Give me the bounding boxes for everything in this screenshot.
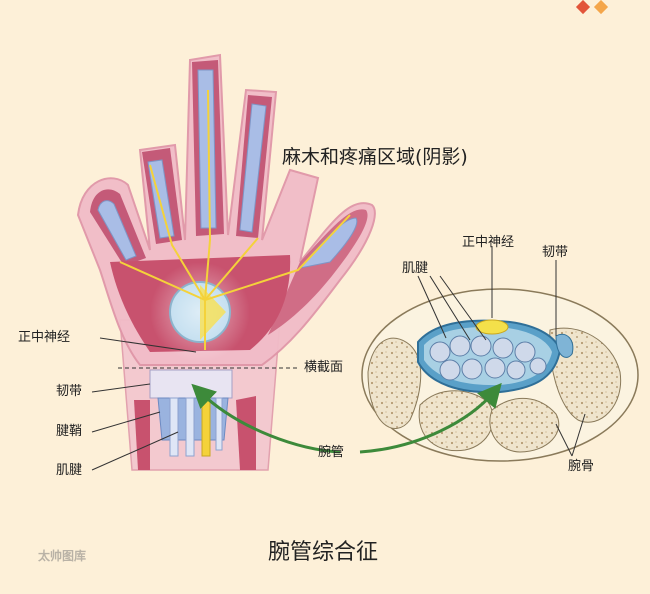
wrist-ligament — [149, 369, 233, 399]
hand-illustration — [76, 53, 376, 471]
carpal-tunnel-label: 腕管 — [318, 445, 345, 460]
carpal-tunnel-arrow — [191, 383, 341, 454]
leader-lines — [91, 246, 586, 471]
watermark: 太帅图库 — [38, 549, 87, 563]
median-nerve-branches — [119, 89, 351, 350]
tendon-sheath-label: 腱鞘 — [56, 424, 83, 439]
carpal-bone-center — [418, 390, 494, 452]
tendon-middle — [197, 69, 217, 229]
tendon-little — [97, 200, 137, 261]
tunnel-tendons — [429, 335, 547, 381]
median-nerve-label-left: 正中神经 — [18, 330, 71, 345]
carpal-bone-lower — [489, 397, 560, 453]
ligament-label-left: 韧带 — [56, 384, 83, 399]
ligament-label-right: 韧带 — [542, 245, 569, 260]
tendon-label-right: 肌腱 — [402, 261, 429, 276]
ligament-section — [555, 333, 574, 358]
tendon-index — [239, 103, 267, 233]
carpal-bones-label: 腕骨 — [568, 459, 595, 474]
numb-area-label: 麻木和疼痛区域(阴影) — [282, 146, 468, 168]
cross-section-label: 横截面 — [304, 360, 344, 375]
diagram-title: 腕管综合征 — [268, 540, 379, 565]
cross-section-illustration — [361, 288, 639, 462]
carpal-bone-left — [367, 337, 422, 429]
carpal-tunnel-arrow-right — [359, 382, 502, 454]
median-nerve-section — [475, 319, 509, 335]
median-nerve-label-right: 正中神经 — [462, 235, 515, 250]
tendon-label-left: 肌腱 — [56, 463, 83, 478]
